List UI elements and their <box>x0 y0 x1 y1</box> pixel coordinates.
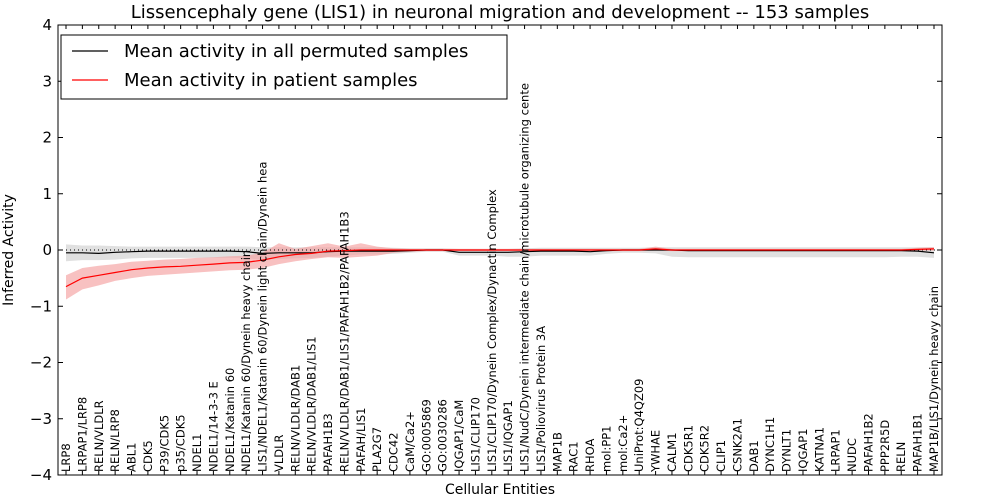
x-category-label: LRP8 <box>59 443 73 472</box>
x-category-label: YWHAE <box>649 430 663 473</box>
legend-label-patient: Mean activity in patient samples <box>124 70 418 91</box>
x-category-label: UniProt:Q4QZ09 <box>632 379 646 472</box>
x-category-label: PAFAH1B2 <box>862 413 876 472</box>
series-band-1 <box>66 243 934 300</box>
x-category-label: LIS1/Poliovirus Protein 3A <box>534 326 548 472</box>
x-category-label: NDEL1 <box>190 434 204 472</box>
x-category-label: RELN/VLDLR <box>92 400 106 472</box>
x-category-label: RELN/LRP8 <box>108 409 122 472</box>
x-category-label: mol:Ca2+ <box>616 415 630 472</box>
x-category-label: NUDC <box>845 438 859 472</box>
x-category-label: LIS1/NDEL1/Katanin 60/Dynein light chain… <box>256 162 270 472</box>
x-category-label: RELN/VLDLR/DAB1 <box>288 365 302 472</box>
x-category-label: p35/CDK5 <box>174 414 188 472</box>
x-category-label: KATNA1 <box>812 427 826 472</box>
x-category-label: LRPAP1 <box>829 429 843 472</box>
y-tick-label: 4 <box>42 16 52 34</box>
x-category-label: CALM1 <box>665 432 679 472</box>
x-category-label: mol:PP1 <box>600 426 614 473</box>
x-category-label: CDK5 <box>141 440 155 472</box>
x-category-label: MAP1B/LIS1/Dynein heavy chain <box>927 286 941 472</box>
x-category-label: PLA2G7 <box>370 427 384 472</box>
x-category-label: LIS1/CLIP170/Dynein Complex/Dynactin Com… <box>485 189 499 472</box>
legend-box <box>60 34 508 100</box>
legend: Mean activity in all permuted samples Me… <box>60 34 508 100</box>
x-category-label: ABL1 <box>125 443 139 472</box>
y-tick-label: −3 <box>30 410 52 428</box>
x-category-label: GO:0005869 <box>419 399 433 472</box>
y-tick-label: 3 <box>42 72 52 90</box>
chart-title: Lissencephaly gene (LIS1) in neuronal mi… <box>131 2 870 23</box>
x-category-label: LIS1/CLIP170 <box>468 397 482 472</box>
x-category-label: CDC42 <box>387 432 401 472</box>
y-tick-label: −2 <box>30 354 52 372</box>
x-category-label: GO:0030286 <box>436 399 450 472</box>
x-category-label: RAC1 <box>567 441 581 472</box>
x-category-label: CaM/Ca2+ <box>403 411 417 472</box>
x-category-label: IQGAP1/CaM <box>452 400 466 472</box>
x-category-label: CDK5R2 <box>698 425 712 472</box>
x-category-label: DYNLT1 <box>780 429 794 472</box>
y-tick-label: 1 <box>42 185 52 203</box>
x-category-label: MAP1B <box>550 432 564 472</box>
legend-label-permuted: Mean activity in all permuted samples <box>124 41 468 62</box>
x-category-label: RELN <box>894 442 908 472</box>
y-axis-label: Inferred Activity <box>1 194 17 306</box>
x-category-label: RELN/VLDLR/DAB1/LIS1 <box>305 336 319 472</box>
x-category-label: CLIP1 <box>714 440 728 472</box>
x-category-label: CSNK2A1 <box>731 418 745 472</box>
x-category-label: P39/CDK5 <box>157 415 171 472</box>
x-category-label: LRPAP1/LRP8 <box>75 397 89 472</box>
x-category-label: RELN/VLDLR/DAB1/LIS1/PAFAH1B2/PAFAH1B3 <box>337 211 351 472</box>
x-category-label: LIS1/NudC/Dynein intermediate chain/micr… <box>518 83 532 472</box>
y-tick-label: −4 <box>30 466 52 484</box>
x-category-label: DAB1 <box>747 440 761 472</box>
y-tick-label: −1 <box>30 297 52 315</box>
x-category-label: NDEL1/Katanin 60/Dynein heavy chain <box>239 250 253 472</box>
x-category-label: NDEL1/14-3-3 E <box>206 381 220 472</box>
x-category-label: CDK5R1 <box>681 425 695 472</box>
x-category-label: PAFAH1B1 <box>911 413 925 472</box>
x-category-label: IQGAP1 <box>796 429 810 472</box>
x-category-label: LIS1/IQGAP1 <box>501 400 515 472</box>
x-category-label: RHOA <box>583 439 597 472</box>
x-category-label: DYNC1H1 <box>763 417 777 472</box>
x-category-label: PPP2R5D <box>878 420 892 472</box>
x-category-label: VLDLR <box>272 434 286 472</box>
y-tick-label: 2 <box>42 129 52 147</box>
y-tick-label: 0 <box>42 241 52 259</box>
series-line-1 <box>65 248 935 288</box>
x-category-label: NDEL1/Katanin 60 <box>223 368 237 472</box>
x-axis-label: Cellular Entities <box>445 482 555 498</box>
x-category-label: PAFAH1B3 <box>321 413 335 472</box>
x-category-label: PAFAH/LIS1 <box>354 408 368 472</box>
